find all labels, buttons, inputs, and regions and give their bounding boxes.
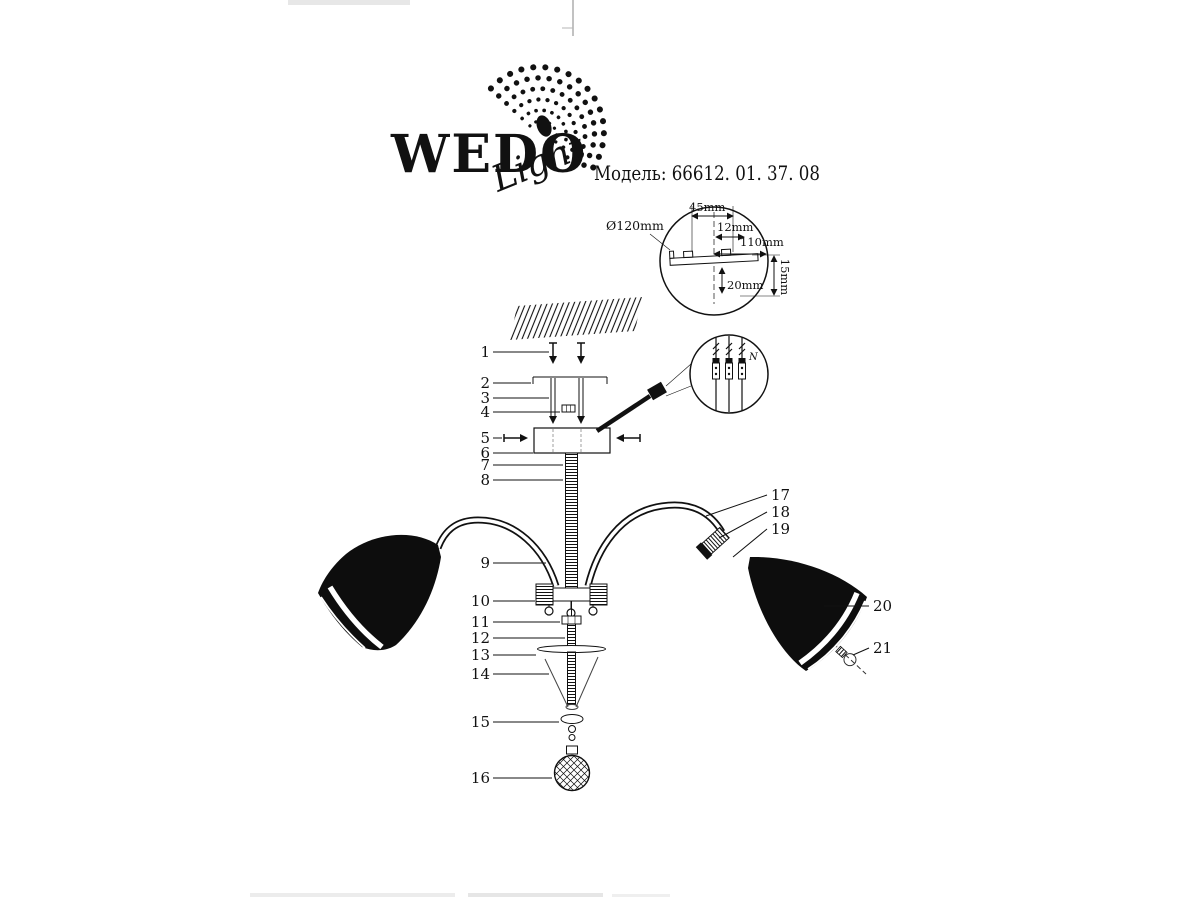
part-label-19: 19	[771, 520, 790, 538]
left-shade	[318, 534, 441, 651]
bulb-icon	[835, 645, 857, 667]
terminal-connector	[647, 381, 667, 401]
dim-110-label: 110mm	[740, 235, 784, 249]
ceiling-hatch	[510, 297, 642, 340]
wiring-detail-callout: N	[689, 334, 769, 414]
part-label-4: 4	[480, 403, 490, 421]
part-label-2: 2	[480, 374, 490, 392]
part-label-20: 20	[873, 597, 892, 615]
dim-45-label: 45mm	[689, 200, 726, 214]
canopy	[533, 427, 611, 454]
ball-cap	[566, 745, 578, 755]
peacock-eye-icon	[536, 115, 552, 137]
mounting-strap	[532, 376, 608, 384]
hanger-rods	[549, 378, 585, 424]
right-arm	[584, 501, 726, 587]
left-arm	[434, 516, 560, 588]
part-label-10: 10	[471, 592, 490, 610]
lamp-socket	[695, 526, 730, 560]
part-label-18: 18	[771, 503, 790, 521]
part-label-8: 8	[480, 471, 490, 489]
finial-collar	[560, 714, 584, 724]
part-label-16: 16	[471, 769, 490, 787]
part-label-7: 7	[480, 456, 490, 474]
stem-rod-lower	[567, 651, 576, 705]
part-label-6: 6	[480, 444, 490, 462]
bobeche-tray	[537, 645, 606, 653]
part-label-13: 13	[471, 646, 490, 664]
part-label-17: 17	[771, 486, 790, 504]
dim-diameter-label: Ø120mm	[606, 218, 664, 233]
arm-hub	[535, 583, 608, 618]
dim-20-label: 20mm	[727, 278, 764, 292]
wire-connectors	[712, 358, 746, 380]
model-number-label: Модель: 66612. 01. 37. 08	[594, 161, 820, 185]
dim-15-label: 15mm	[778, 259, 792, 296]
logo-wedo-text: WEDO	[390, 124, 587, 185]
crystal-ball	[553, 754, 591, 792]
right-shade	[748, 556, 867, 675]
wires	[712, 336, 746, 412]
chain-link	[568, 725, 576, 733]
chain-link	[568, 734, 576, 741]
stem-nut	[561, 615, 582, 625]
scan-artifacts	[250, 0, 670, 897]
part-label-1: 1	[480, 343, 490, 361]
part-label-15: 15	[471, 713, 490, 731]
glass-cone-outline	[544, 656, 599, 710]
part-label-12: 12	[471, 629, 490, 647]
part-label-21: 21	[873, 639, 892, 657]
brand-logo: WEDO Light	[390, 64, 607, 201]
part-label-3: 3	[480, 389, 490, 407]
part-labels-right: 17 18 19 20 21	[705, 486, 892, 657]
part-label-14: 14	[471, 665, 490, 683]
peacock-dots-icon	[487, 64, 607, 179]
mounting-screws	[549, 342, 585, 364]
part-label-9: 9	[480, 554, 490, 572]
lower-stem	[537, 601, 606, 792]
power-cable	[595, 394, 652, 433]
threaded-stem	[565, 452, 578, 589]
part-labels-left: 1 2 3 4 5 6 7 8 9 10 11 12 13 14 15 16	[471, 343, 565, 787]
bracket-detail-callout: Ø120mm 45mm 12mm 110mm 20mm 15mm	[606, 200, 792, 316]
canopy-side-screws	[503, 434, 641, 442]
part-label-5: 5	[480, 429, 490, 447]
lock-nut	[561, 404, 576, 413]
neutral-wire-label: N	[748, 352, 759, 363]
part-label-11: 11	[471, 613, 490, 631]
dim-12-label: 12mm	[717, 220, 754, 234]
stem-rod-upper	[567, 623, 576, 648]
